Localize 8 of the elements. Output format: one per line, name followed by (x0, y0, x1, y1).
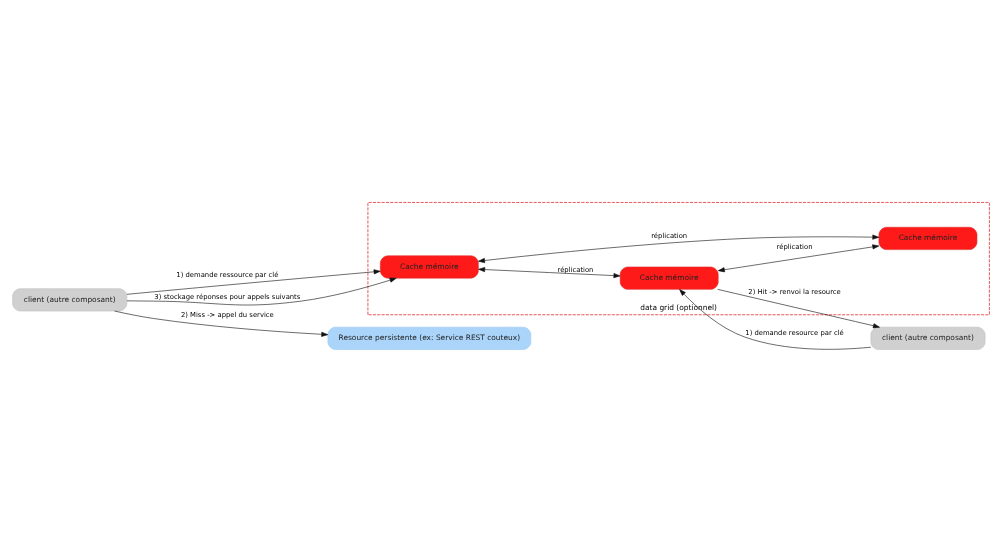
arrow (478, 266, 621, 278)
arrow (717, 243, 880, 272)
arrow (679, 288, 872, 350)
arrow (717, 288, 880, 328)
arrow (126, 277, 397, 305)
arrow (478, 234, 880, 263)
arrow (114, 310, 329, 337)
arrow (126, 268, 381, 295)
